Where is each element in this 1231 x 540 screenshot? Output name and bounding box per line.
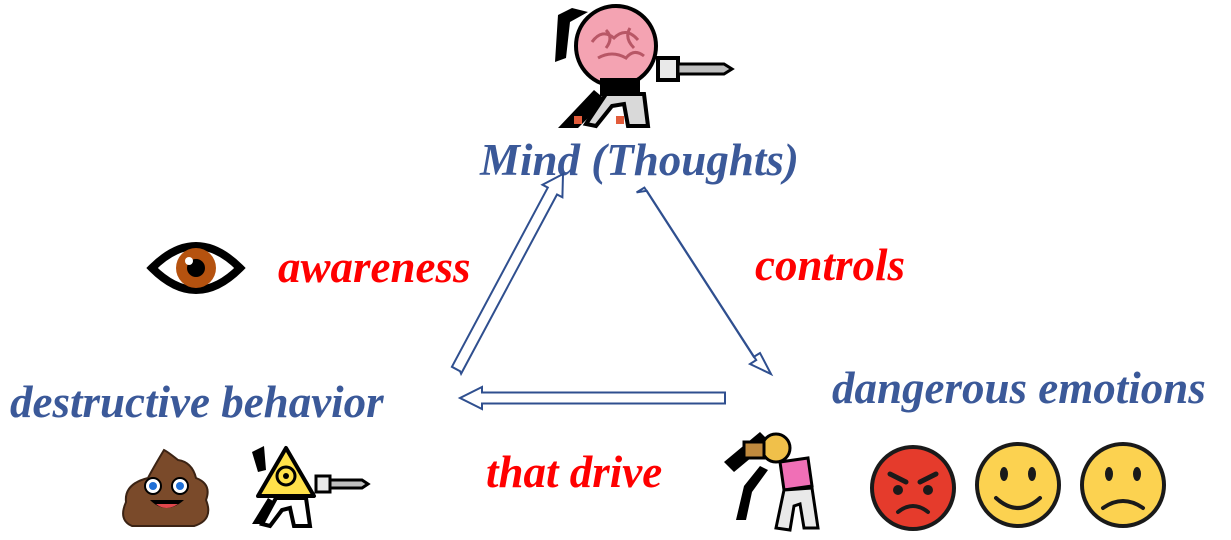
brain-fencer-icon [555,4,735,129]
eye-icon [146,242,246,294]
golfer-icon [724,432,820,532]
arrow-emotions-to-behavior [457,385,726,411]
edge-controls-label: controls [755,240,906,290]
edge-awareness-label: awareness [278,242,471,292]
arrow-mind-to-emotions [636,186,774,377]
edge-drive-label: that drive [486,447,663,497]
node-mind-label: Mind (Thoughts) [480,135,799,185]
arrow-behavior-to-mind [450,172,565,377]
smiling-face-icon [975,442,1061,528]
node-behavior-label: destructive behavior [10,377,384,427]
node-emotions-label: dangerous emotions [832,363,1206,413]
poo-icon [122,448,210,527]
angry-face-icon [870,445,956,531]
frowning-face-icon [1080,442,1166,528]
biohazard-fencer-icon [252,446,371,529]
